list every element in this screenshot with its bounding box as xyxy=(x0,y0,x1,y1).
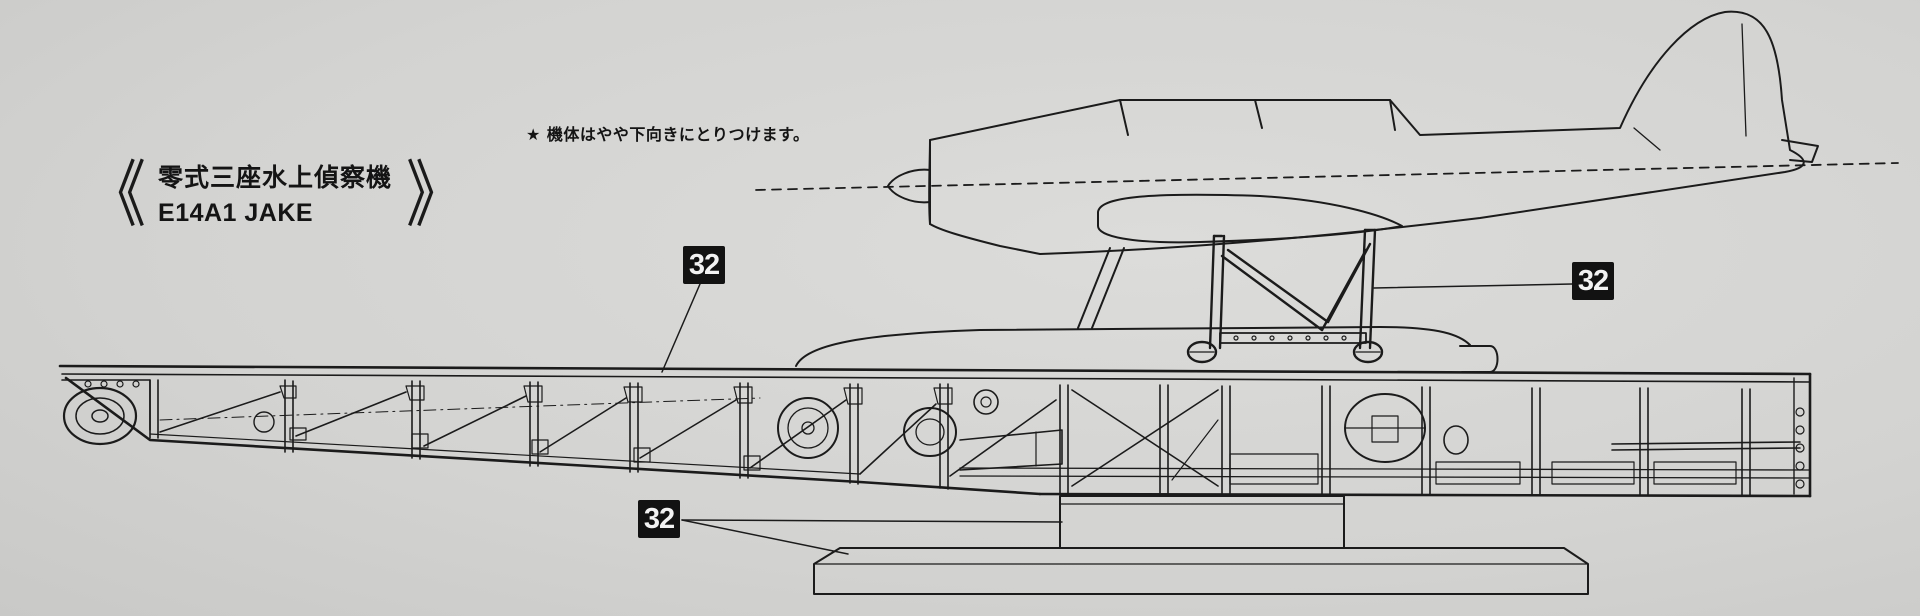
part-number-badge-frame: 32 xyxy=(1572,262,1614,300)
part-number-badge-rail: 32 xyxy=(683,246,725,284)
catapult-mount-frame xyxy=(1186,228,1384,364)
float-and-struts xyxy=(795,247,1499,373)
model-title: 《 零式三座水上偵察機 E14A1 JAKE 》 xyxy=(88,152,464,238)
callout-leader-lines xyxy=(661,283,1573,555)
assembly-note: ★ 機体はやや下向きにとりつけます。 xyxy=(526,125,810,144)
title-text-block: 零式三座水上偵察機 E14A1 JAKE xyxy=(158,160,392,230)
seaplane-outline xyxy=(887,10,1819,255)
title-open-mark: 《 xyxy=(88,152,147,238)
display-base xyxy=(813,495,1589,595)
title-japanese: 零式三座水上偵察機 xyxy=(158,163,393,192)
title-close-mark: 》 xyxy=(406,152,465,238)
title-english: E14A1 JAKE xyxy=(158,199,314,227)
part-number-badge-base: 32 xyxy=(638,500,680,538)
catapult-rail xyxy=(58,364,1812,498)
datum-line xyxy=(755,162,1899,191)
